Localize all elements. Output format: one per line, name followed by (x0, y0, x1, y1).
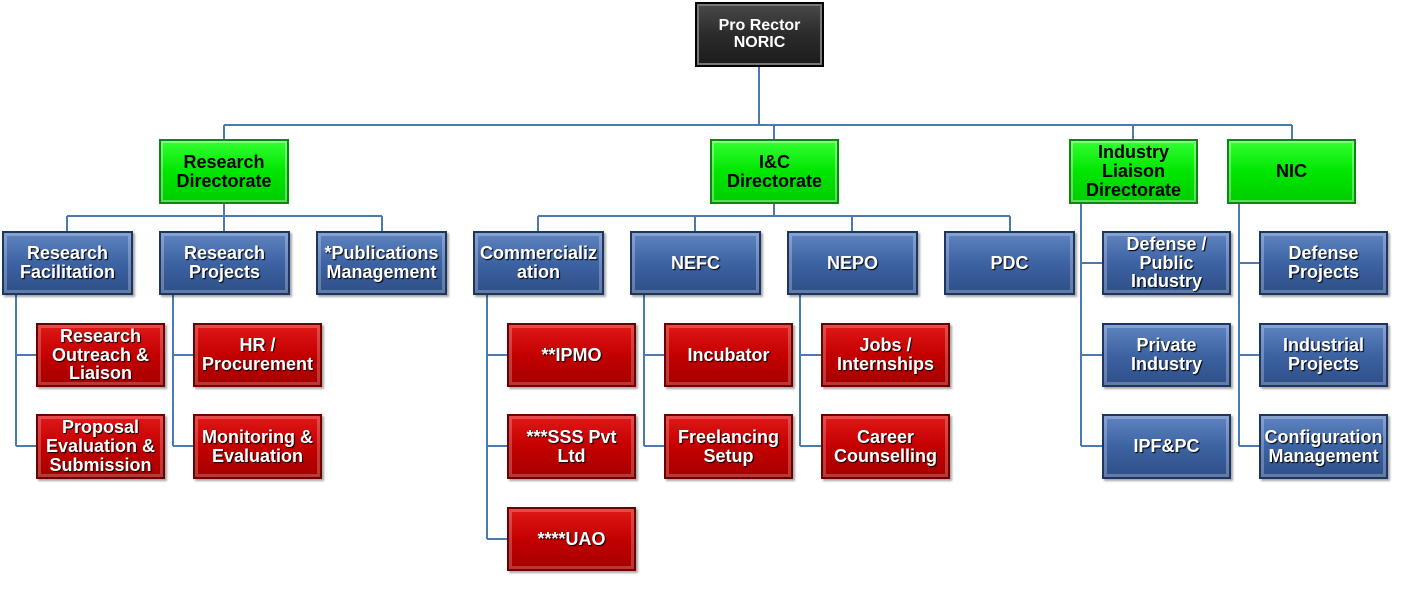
private-industry-label: Private Industry (1130, 335, 1202, 374)
proposal-evaluation-box: Proposal Evaluation & Submission (36, 414, 165, 479)
industrial-projects-box: Industrial Projects (1259, 323, 1388, 387)
industrial-projects-label: Industrial Projects (1282, 335, 1364, 374)
hr-procurement-box: HR / Procurement (193, 323, 322, 387)
ipmo-label: **IPMO (541, 344, 602, 365)
ic-directorate-label: I&C Directorate (726, 151, 823, 191)
nefc-label: NEFC (671, 252, 720, 273)
configuration-management-label: Configuration Management (1264, 426, 1383, 466)
nepo-box: NEPO (787, 231, 918, 295)
sss-pvt-ltd-box: ***SSS Pvt Ltd (507, 414, 636, 479)
defense-projects-label: Defense Projects (1287, 243, 1360, 282)
nic-label: NIC (1276, 161, 1307, 182)
ipfpc-box: IPF&PC (1102, 414, 1231, 479)
sss-pvt-ltd-label: ***SSS Pvt Ltd (526, 426, 617, 466)
monitoring-evaluation-box: Monitoring & Evaluation (193, 414, 322, 479)
freelancing-setup-box: Freelancing Setup (664, 414, 793, 479)
career-counselling-label: Career Counselling (834, 426, 937, 466)
defense-projects-box: Defense Projects (1259, 231, 1388, 295)
publications-management-label: *Publications Management (324, 243, 439, 282)
publications-management-box: *Publications Management (316, 231, 447, 295)
commercialization-label: Commercializ ation (479, 243, 598, 282)
uao-label: ****UAO (537, 528, 606, 549)
research-projects-label: Research Projects (183, 243, 266, 282)
industry-liaison-directorate-box: Industry Liaison Directorate (1069, 139, 1198, 204)
research-facilitation-box: Research Facilitation (2, 231, 133, 295)
uao-box: ****UAO (507, 507, 636, 571)
proposal-evaluation-label: Proposal Evaluation & Submission (45, 417, 156, 475)
nic-box: NIC (1227, 139, 1356, 204)
private-industry-box: Private Industry (1102, 323, 1231, 387)
freelancing-setup-label: Freelancing Setup (677, 426, 780, 466)
pdc-label: PDC (990, 252, 1029, 273)
incubator-label: Incubator (687, 344, 770, 365)
pro-rector-box: Pro Rector NORIC (695, 2, 824, 67)
defense-public-industry-box: Defense / Public Industry (1102, 231, 1231, 295)
commercialization-box: Commercializ ation (473, 231, 604, 295)
ipmo-box: **IPMO (507, 323, 636, 387)
pdc-box: PDC (944, 231, 1075, 295)
research-directorate-label: Research Directorate (176, 151, 272, 191)
configuration-management-box: Configuration Management (1259, 414, 1388, 479)
nefc-box: NEFC (630, 231, 761, 295)
research-projects-box: Research Projects (159, 231, 290, 295)
jobs-internships-label: Jobs / Internships (836, 335, 934, 374)
research-outreach-box: Research Outreach & Liaison (36, 323, 165, 387)
research-outreach-label: Research Outreach & Liaison (51, 325, 150, 384)
ic-directorate-box: I&C Directorate (710, 139, 839, 204)
ipfpc-label: IPF&PC (1133, 436, 1200, 457)
defense-public-industry-label: Defense / Public Industry (1126, 233, 1207, 292)
monitoring-evaluation-label: Monitoring & Evaluation (202, 426, 313, 466)
jobs-internships-box: Jobs / Internships (821, 323, 950, 387)
research-directorate-box: Research Directorate (159, 139, 289, 204)
pro-rector-label: Pro Rector NORIC (718, 16, 801, 51)
nepo-label: NEPO (826, 252, 878, 273)
research-facilitation-label: Research Facilitation (19, 243, 115, 282)
career-counselling-box: Career Counselling (821, 414, 950, 479)
industry-liaison-directorate-label: Industry Liaison Directorate (1085, 142, 1182, 200)
incubator-box: Incubator (664, 323, 793, 387)
hr-procurement-label: HR / Procurement (201, 335, 314, 374)
